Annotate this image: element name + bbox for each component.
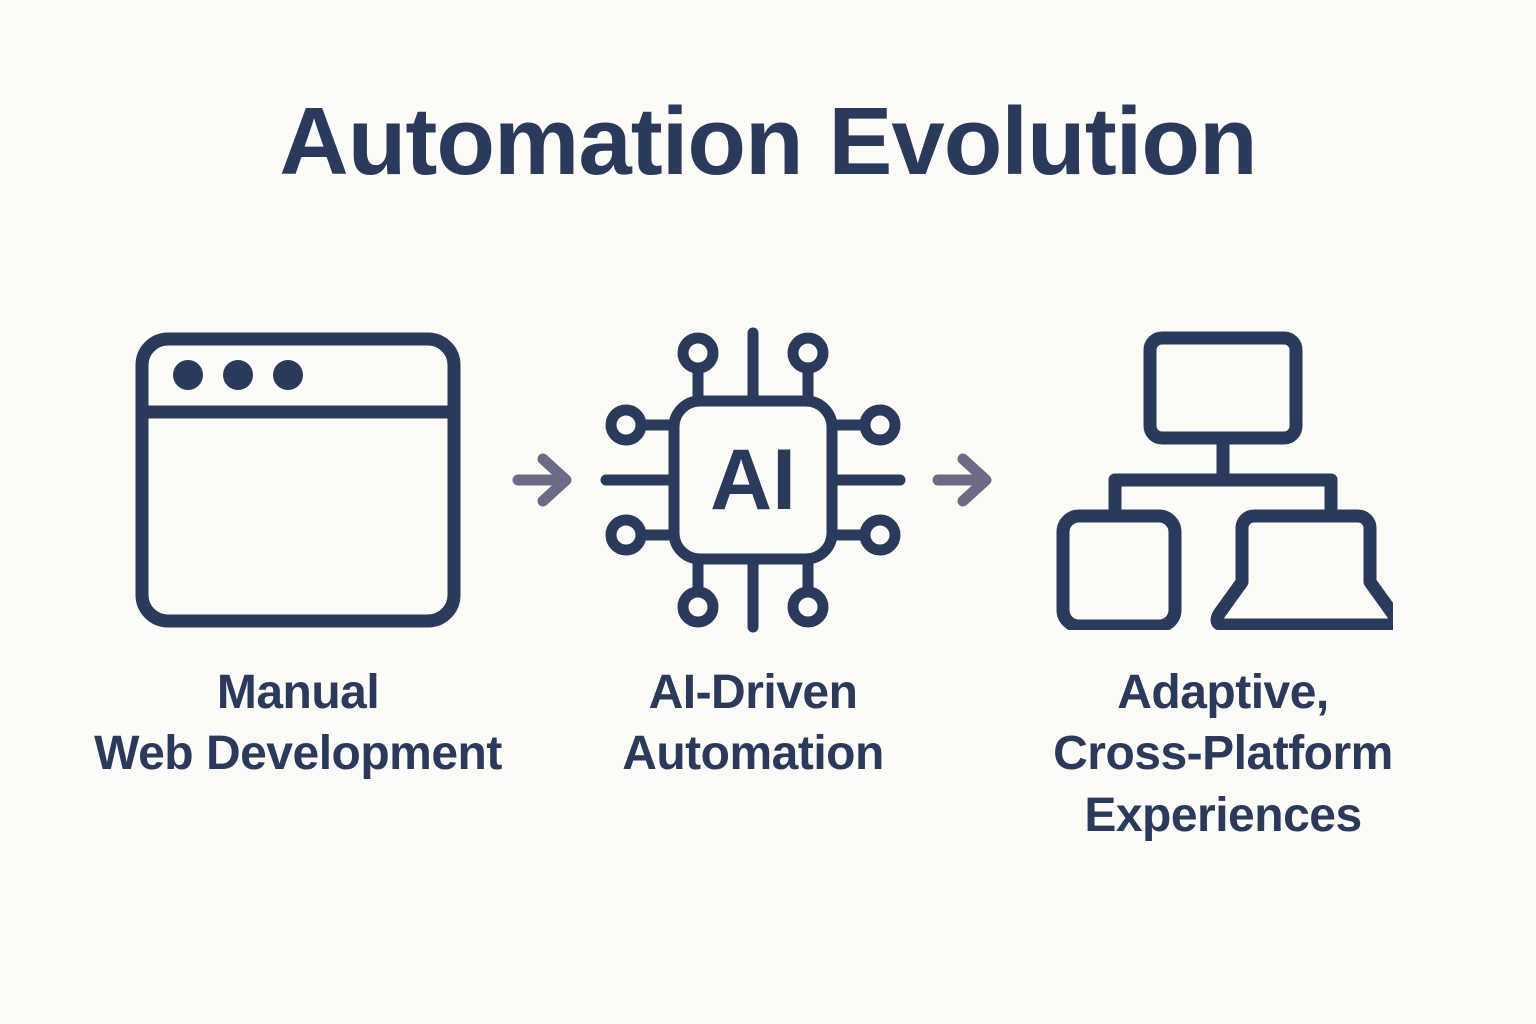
stage-label-line: Web Development <box>94 727 502 781</box>
stage-label-line: Experiences <box>1084 788 1362 842</box>
automation-evolution-flow: Manual Web Development <box>0 320 1536 846</box>
stage-label-line: Automation <box>622 727 884 781</box>
arrow-right-icon <box>918 320 1008 640</box>
stage-label-adaptive-cross-platform: Adaptive, Cross-Platform Experiences <box>1053 662 1393 846</box>
stage-manual-web-development: Manual Web Development <box>94 320 502 785</box>
stage-label-manual-web-development: Manual Web Development <box>94 662 502 785</box>
cross-platform-devices-icon <box>1053 320 1393 640</box>
stage-adaptive-cross-platform: Adaptive, Cross-Platform Experiences <box>1008 320 1438 846</box>
ai-chip-label: AI <box>710 432 796 528</box>
stage-label-line: AI-Driven <box>648 666 858 719</box>
stage-ai-driven-automation: AI AI-Driven Automation <box>588 320 918 785</box>
page-title: Automation Evolution <box>279 88 1257 195</box>
stage-label-line: Cross-Platform <box>1053 727 1393 781</box>
stage-label-ai-driven-automation: AI-Driven Automation <box>622 662 884 785</box>
ai-chip-icon: AI <box>598 320 908 640</box>
browser-window-icon <box>133 320 463 640</box>
stage-label-line: Manual <box>216 666 380 719</box>
arrow-right-icon <box>498 320 588 640</box>
stage-label-line: Adaptive, <box>1117 666 1329 719</box>
